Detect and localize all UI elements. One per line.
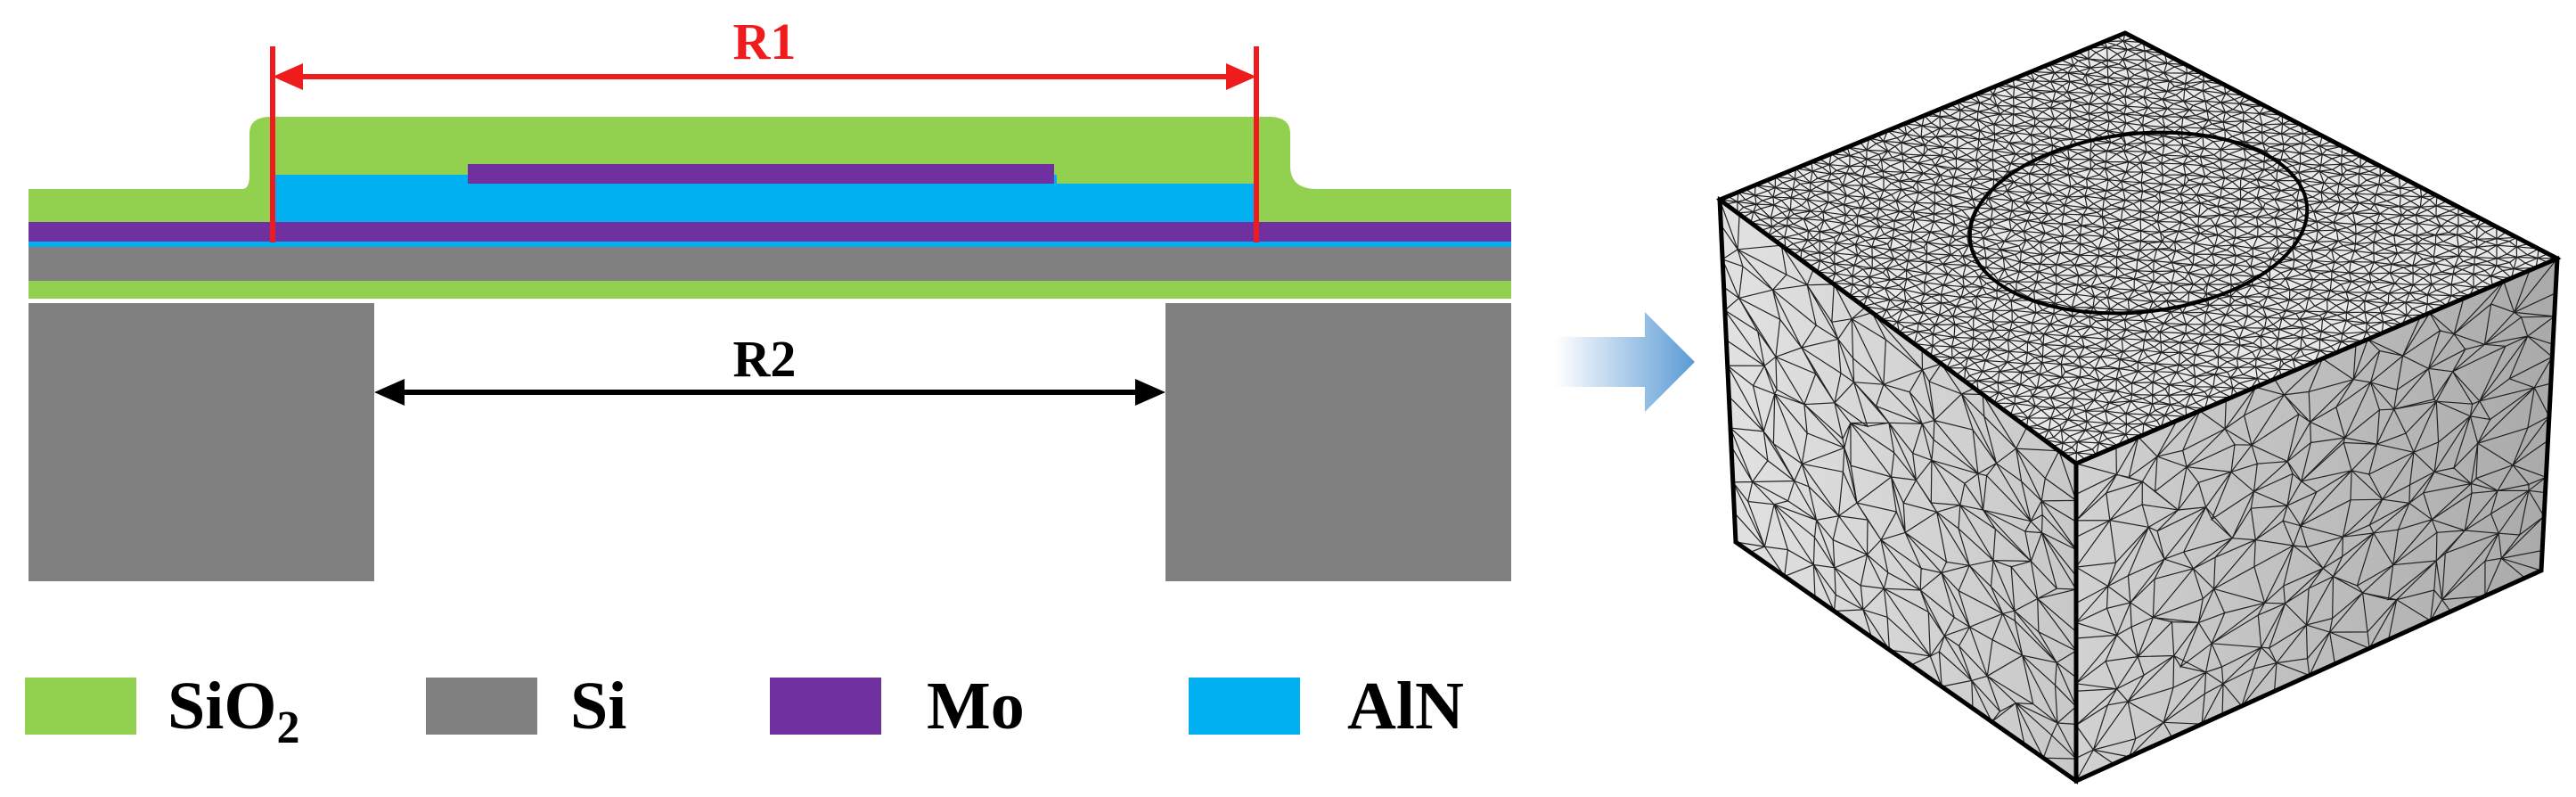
- r2-arrowhead-right: [1135, 379, 1165, 406]
- legend-label-aln: AlN: [1347, 669, 1464, 744]
- cube-top-circle: [1967, 130, 2310, 316]
- legend-swatch-sio2: [25, 678, 136, 735]
- mesh-lines: [1718, 32, 2559, 464]
- r1-arrowhead-right: [1226, 63, 1256, 90]
- cube-top-edge-left: [1718, 197, 2078, 466]
- cube-top-edge-right: [2075, 256, 2558, 466]
- r1-label: R1: [733, 12, 797, 70]
- legend-label-si: Si: [570, 669, 626, 744]
- legend-item-mo: Mo: [770, 669, 1025, 744]
- mesh-lines: [2075, 258, 2558, 782]
- legend-swatch-aln: [1189, 678, 1300, 735]
- legend-item-sio2: SiO2: [25, 669, 300, 753]
- si-support-right: [1165, 303, 1511, 581]
- mo-bottom-electrode: [29, 222, 1511, 242]
- r1-arrowhead-left: [273, 63, 303, 90]
- aln-piezo-layer: [273, 184, 1256, 222]
- legend-label-mo: Mo: [927, 669, 1025, 744]
- legend-swatch-si: [426, 678, 537, 735]
- tetrahedral-mesh-cube-icon: [1715, 30, 2562, 785]
- cross-section: [29, 117, 1511, 581]
- legend-label-sio2: SiO2: [168, 669, 300, 753]
- si-support-left: [29, 303, 374, 581]
- legend-item-si: Si: [426, 669, 626, 744]
- r2-label: R2: [733, 330, 797, 388]
- legend: SiO2 Si Mo AlN: [25, 669, 1464, 753]
- right-arrow-icon: [1556, 312, 1695, 412]
- legend-swatch-mo: [770, 678, 881, 735]
- cube-outline: [1717, 30, 2560, 784]
- aln-thin-line: [29, 242, 1511, 247]
- legend-item-aln: AlN: [1189, 669, 1464, 744]
- r2-arrowhead-left: [374, 379, 405, 406]
- r1-dimension: R1: [270, 12, 1259, 242]
- mesh-lines: [1719, 198, 2077, 783]
- si-device-layer: [29, 247, 1511, 281]
- sio2-bottom-layer: [29, 281, 1511, 299]
- mo-top-electrode: [468, 164, 1054, 184]
- r2-dimension: R2: [374, 330, 1165, 406]
